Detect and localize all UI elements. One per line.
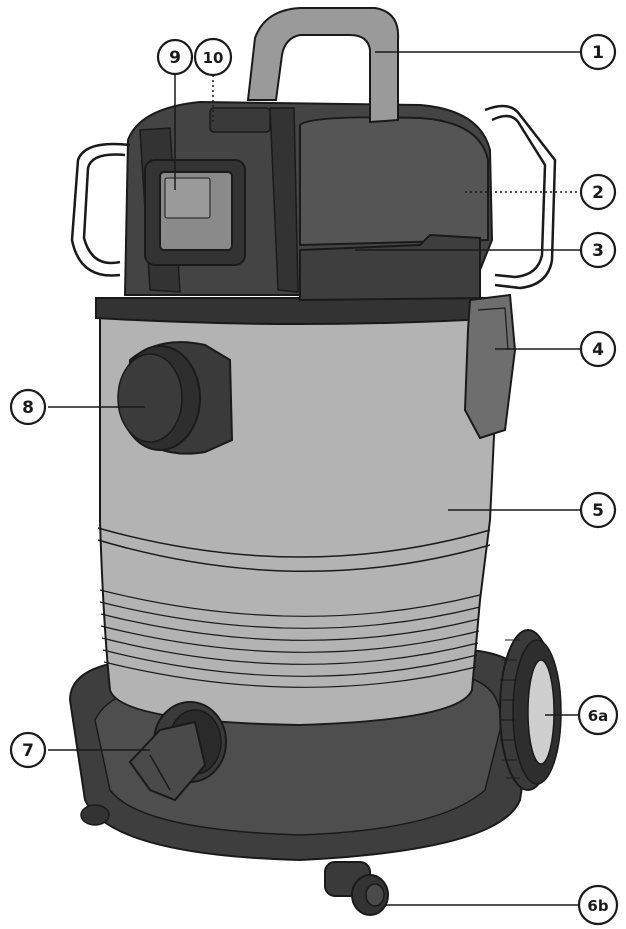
- callout-2-label: 2: [592, 183, 604, 203]
- callout-7: 7: [9, 731, 47, 769]
- callout-6a-label: 6a: [588, 707, 609, 725]
- callout-6a: 6a: [577, 694, 619, 736]
- callout-1-label: 1: [592, 43, 604, 63]
- callout-6b: 6b: [577, 884, 619, 926]
- callout-5: 5: [579, 491, 617, 529]
- callout-8: 8: [9, 388, 47, 426]
- caster-wheel-6b: [324, 861, 389, 916]
- callout-4: 4: [579, 330, 617, 368]
- callout-10-label: 10: [203, 49, 224, 67]
- carry-handle-1: [246, 7, 400, 124]
- callout-5-label: 5: [592, 501, 604, 521]
- callout-3: 3: [579, 231, 617, 269]
- hose-inlet-7: [128, 701, 227, 802]
- callout-4-label: 4: [592, 340, 604, 360]
- callout-8-label: 8: [22, 398, 34, 418]
- side-wheel-6a: [499, 629, 562, 791]
- callout-3-label: 3: [592, 241, 604, 261]
- motor-head: [123, 100, 494, 302]
- callout-2: 2: [579, 173, 617, 211]
- callout-1: 1: [579, 33, 617, 71]
- callout-7-label: 7: [22, 741, 34, 761]
- callout-9-label: 9: [169, 48, 181, 68]
- callout-9: 9: [156, 38, 194, 76]
- callout-10: 10: [193, 37, 233, 77]
- callout-6b-label: 6b: [587, 897, 608, 915]
- leader-lines: [48, 51, 580, 906]
- latch-clip-4: [463, 293, 517, 440]
- cord-hooks: [70, 104, 557, 290]
- blow-port-8: [117, 341, 234, 455]
